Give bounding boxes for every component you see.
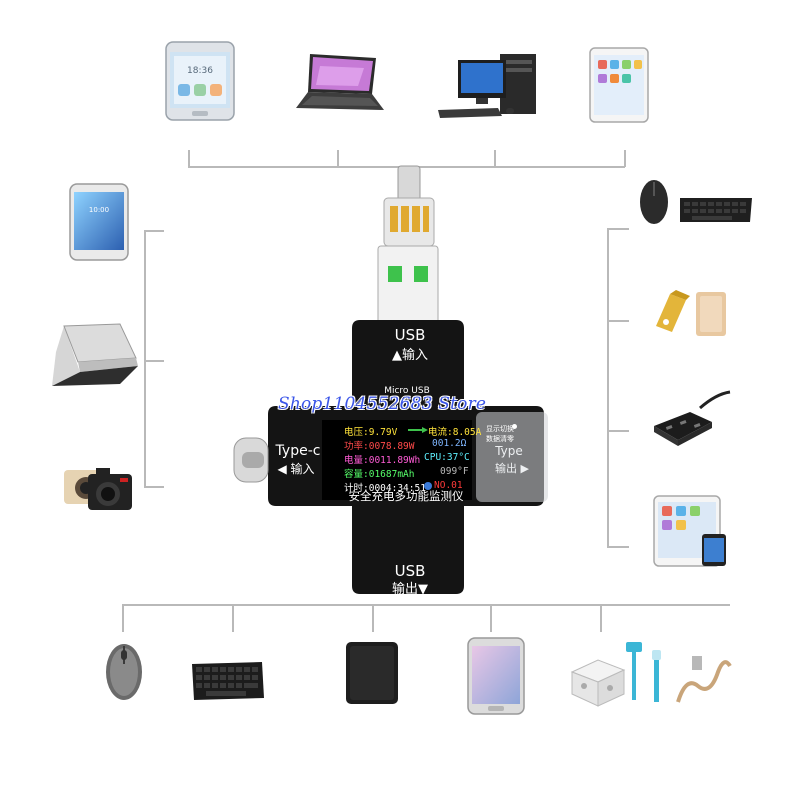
record-icon	[424, 482, 432, 490]
voltage-readout: 电压:9.79V	[344, 427, 398, 438]
left-port-label: Type-c	[275, 443, 321, 459]
right-connector-line	[607, 228, 609, 548]
left-port-direction: ◀ 输入	[277, 462, 315, 476]
bottom-drop-1	[122, 604, 124, 632]
keyboard-bottom-image	[190, 660, 266, 702]
bottom-drop-2	[232, 604, 234, 632]
right-port-direction: 输出 ▶	[495, 462, 529, 475]
usb-hub-right-image	[650, 390, 734, 448]
bottom-connector-line	[122, 604, 730, 606]
svg-text:10:00: 10:00	[89, 206, 109, 214]
right-tick-3	[607, 430, 629, 432]
top-port-label: USB	[394, 326, 426, 344]
laptop-left-image	[50, 322, 140, 388]
side-button-dot[interactable]	[512, 424, 517, 429]
bottom-drop-3	[372, 604, 374, 632]
external-drive-bottom-image	[344, 640, 400, 706]
right-tick-4	[607, 546, 629, 548]
right-port-label: Type	[495, 444, 523, 458]
capacity-readout: 容量:01687mAh	[344, 469, 415, 480]
usb-drive-hdd-right-image	[650, 288, 730, 340]
bottom-port-label: USB	[394, 562, 426, 580]
smartphone-bottom-image	[466, 636, 528, 716]
camera-left-image	[62, 458, 136, 514]
top-drop-4	[624, 150, 626, 167]
cpu-temp-readout: CPU:37°C	[424, 452, 470, 463]
top-drop-1	[188, 150, 190, 167]
right-tick-1	[607, 228, 629, 230]
power-readout: 功率:0078.89W	[344, 441, 415, 452]
left-tick-3	[144, 486, 164, 488]
button-note-display-switch: 显示切换	[486, 425, 514, 433]
timer-readout: 计时:0004:34:51	[344, 483, 426, 494]
bottom-port-direction: 输出▼	[392, 582, 428, 597]
top-drop-2	[337, 150, 339, 167]
left-tick-2	[144, 360, 164, 362]
left-connector-line	[144, 230, 146, 488]
tablet-phone-right-image	[652, 494, 732, 568]
smartphone-left-image: 10:00	[68, 182, 130, 262]
left-tick-1	[144, 230, 164, 232]
usb-accessories-bottom-image	[568, 636, 734, 710]
usb-tester-device	[230, 162, 560, 602]
tablet-top-image	[588, 46, 650, 124]
mouse-bottom-image	[100, 638, 148, 704]
bottom-drop-4	[490, 604, 492, 632]
laptop-top-image	[294, 52, 386, 116]
energy-readout: 电量:0011.89Wh	[344, 455, 421, 466]
top-drop-3	[494, 150, 496, 167]
fahrenheit-readout: 099°F	[440, 466, 469, 477]
button-note-data-reset: 数据清零	[486, 435, 514, 443]
smartphone-top-image: 18:36	[164, 40, 236, 122]
desktop-pc-image	[436, 52, 540, 120]
store-watermark: Shop1104552683 Store	[278, 394, 487, 414]
micro-usb-label: Micro USB	[384, 386, 430, 396]
arrow-right-icon	[408, 427, 428, 433]
top-port-direction: ▲输入	[392, 348, 428, 363]
right-tick-2	[607, 320, 629, 322]
svg-text:18:36: 18:36	[187, 66, 213, 76]
resistance-readout: 001.2Ω	[432, 438, 467, 449]
current-readout: 电流:8.05A	[428, 427, 482, 438]
record-number-readout: NO.01	[434, 480, 463, 491]
mouse-keyboard-right-image	[636, 174, 754, 232]
product-name-label: 安全充电多功能监测仪	[348, 489, 464, 503]
bottom-drop-5	[600, 604, 602, 632]
